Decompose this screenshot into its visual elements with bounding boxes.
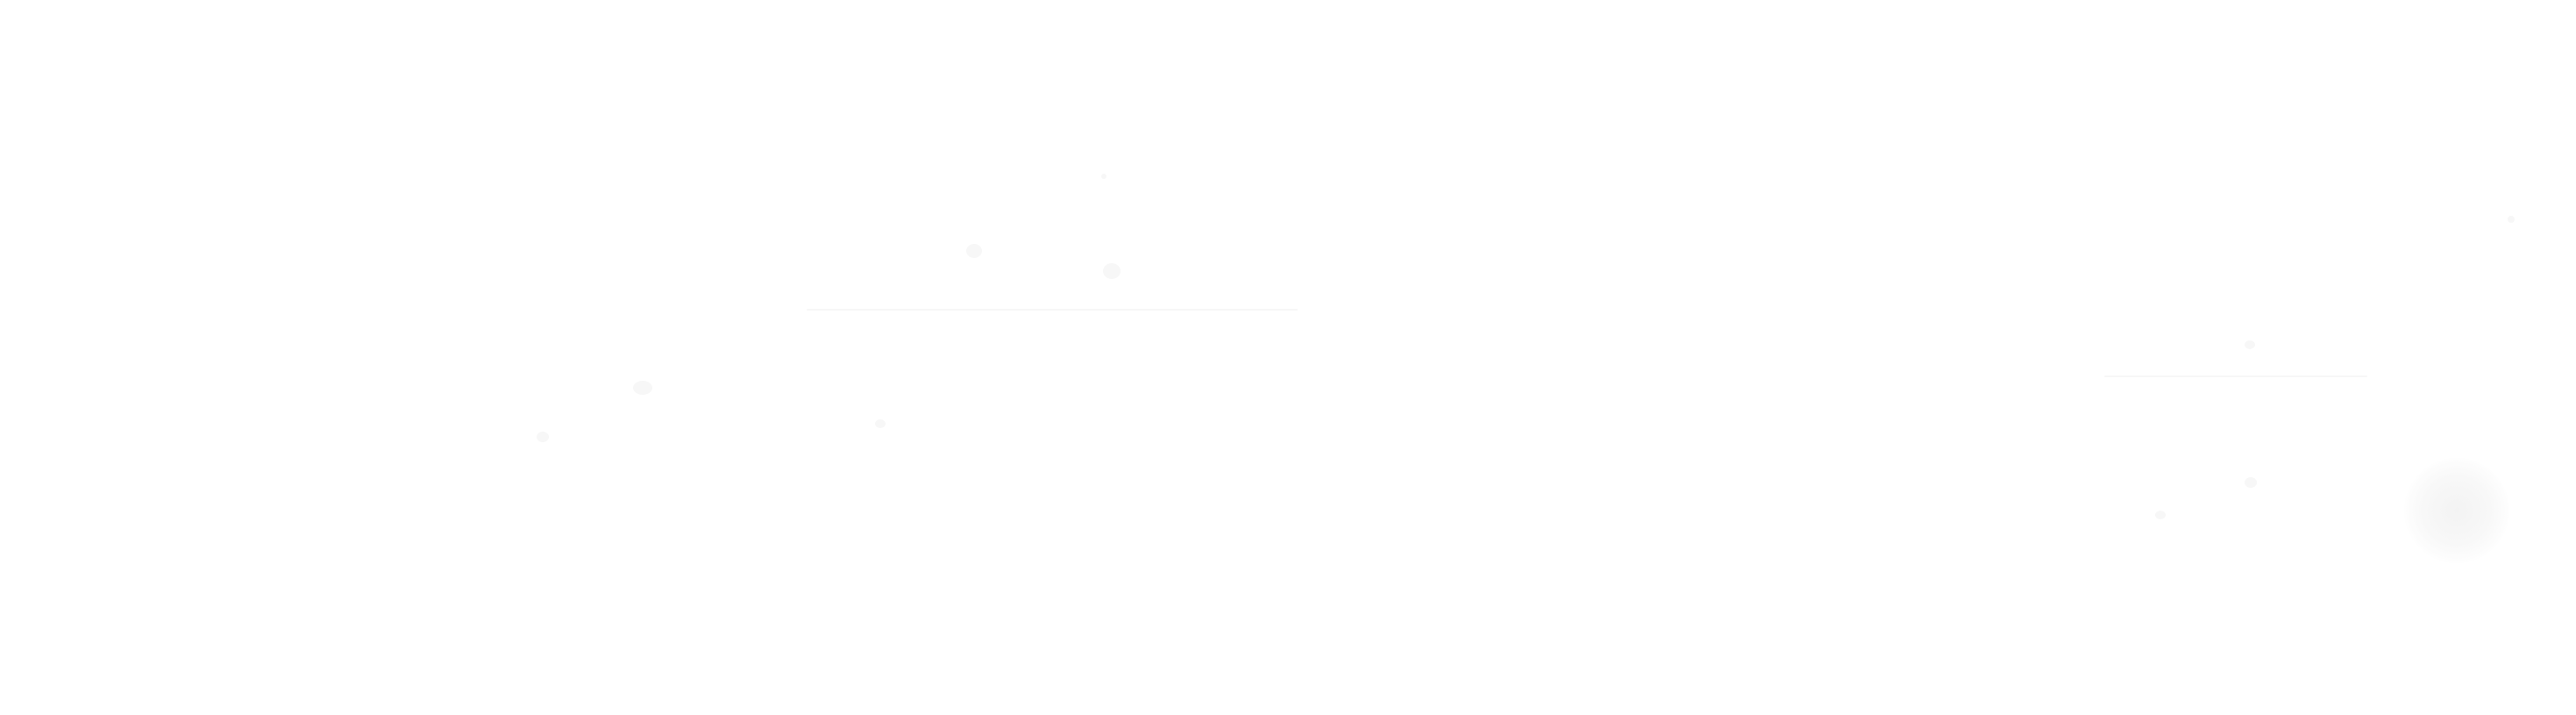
faint-speck: [537, 432, 549, 442]
faint-speck: [2245, 477, 2257, 488]
faint-speck: [2245, 340, 2255, 349]
faint-speck: [966, 244, 982, 258]
faint-speck: [2508, 216, 2515, 223]
faint-speck: [2155, 511, 2166, 519]
faint-streak: [807, 309, 1298, 311]
faint-speck: [1103, 263, 1121, 279]
faint-speck: [1101, 174, 1107, 179]
faint-speck: [875, 419, 886, 428]
faint-speck: [633, 381, 652, 395]
faint-blob: [2404, 458, 2509, 563]
faint-streak: [2104, 375, 2367, 377]
